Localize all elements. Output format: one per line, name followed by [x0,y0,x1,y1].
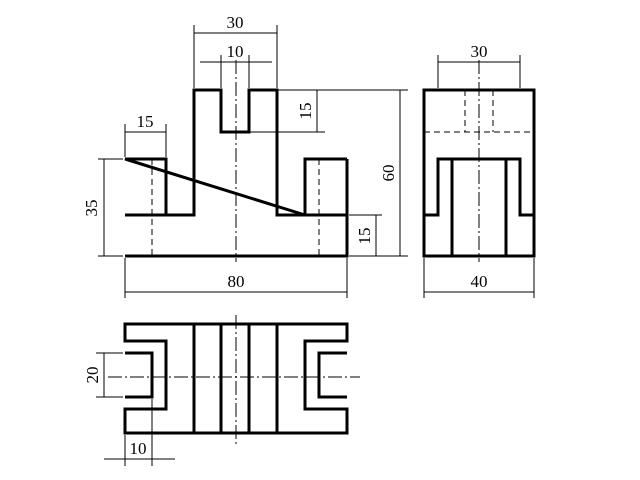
dim-label-front-slot-width: 10 [227,42,244,61]
dim-label-front-slot-depth: 15 [296,103,315,120]
dim-label-front-total-width: 80 [228,272,245,291]
dim-label-side-top-width: 30 [471,42,488,61]
top-left-slot-inner [125,351,154,399]
top-dimensions: 20 10 [83,352,175,466]
dim-label-front-top-width: 30 [227,13,244,32]
front-dimensions: 30 10 15 15 35 60 15 80 [82,13,408,298]
side-view [422,60,536,262]
dim-label-front-step-width: 15 [137,112,154,131]
dim-label-side-total-width: 40 [471,272,488,291]
dim-label-top-slot-depth: 10 [130,439,147,458]
top-view-outline [123,322,349,435]
dim-label-top-slot-width: 20 [83,367,102,384]
top-view [108,315,360,444]
top-right-slot-inner [317,351,347,399]
dim-label-front-total-height: 60 [379,165,398,182]
dim-label-front-step-height: 35 [82,200,101,217]
dim-label-front-base-height: 15 [355,228,374,245]
side-dimensions: 30 40 [423,42,535,298]
